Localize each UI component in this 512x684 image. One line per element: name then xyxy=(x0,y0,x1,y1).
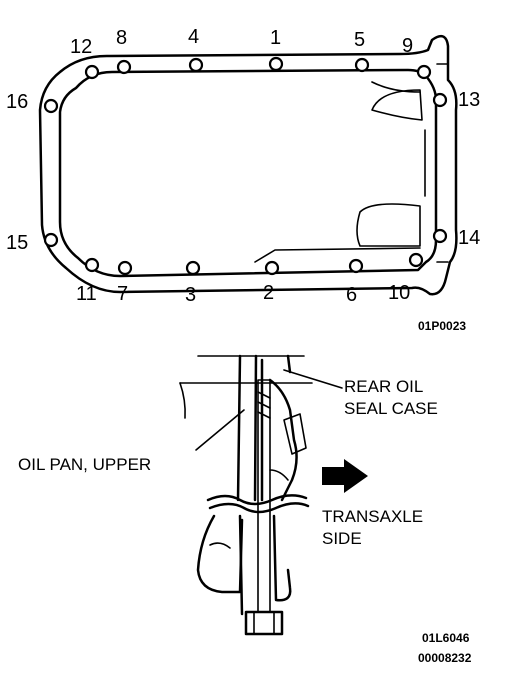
bolt-hole-8 xyxy=(116,59,132,75)
bolt-hole-4 xyxy=(188,57,204,73)
bolt-number-10: 10 xyxy=(388,282,410,304)
section-view xyxy=(179,354,368,636)
bolt-number-16: 16 xyxy=(6,91,28,113)
bolt-hole-7 xyxy=(117,260,133,276)
leader-rear-oil-seal-case xyxy=(283,369,343,389)
figure-code-bottom-line1: 01L6046 xyxy=(422,631,470,645)
bolt-number-8: 8 xyxy=(116,27,127,49)
bolt-hole-14 xyxy=(432,228,448,244)
label-transaxle-line1: TRANSAXLE xyxy=(322,507,423,526)
oil-pan-outline xyxy=(38,34,458,296)
bolt-number-14: 14 xyxy=(458,227,480,249)
bolt-hole-3 xyxy=(185,260,201,276)
bolt-number-13: 13 xyxy=(458,89,480,111)
bolt-hole-13 xyxy=(432,92,448,108)
bolt-number-3: 3 xyxy=(185,284,196,306)
leader-oil-pan-upper xyxy=(195,409,245,451)
bolt-hole-12 xyxy=(84,64,100,80)
label-oil-pan-upper: OIL PAN, UPPER xyxy=(18,455,151,474)
label-transaxle-line2: SIDE xyxy=(322,529,362,548)
arrow-right-icon xyxy=(322,459,368,493)
bolt-numbers: 1 2 3 4 5 6 7 8 9 10 11 12 13 14 15 16 xyxy=(6,26,480,306)
bolt-hole-5 xyxy=(354,57,370,73)
bolt-holes xyxy=(43,56,448,276)
bolt-number-11: 11 xyxy=(76,283,97,305)
bolt-hole-1 xyxy=(268,56,284,72)
bolt-number-4: 4 xyxy=(188,26,199,48)
figure-code-bottom-line2: 00008232 xyxy=(418,651,472,665)
bolt-hole-16 xyxy=(43,98,59,114)
bolt-number-15: 15 xyxy=(6,232,28,254)
bolt-hole-10 xyxy=(408,252,424,268)
label-rear-oil-seal-line1: REAR OIL xyxy=(344,377,423,396)
bolt-number-6: 6 xyxy=(346,284,357,306)
figure-code-top: 01P0023 xyxy=(418,319,466,333)
bolt-hole-15 xyxy=(43,232,59,248)
bolt-hole-2 xyxy=(264,260,280,276)
bolt-hole-9 xyxy=(416,64,432,80)
bolt-number-9: 9 xyxy=(402,35,413,57)
bolt-head xyxy=(244,610,284,636)
bolt-number-1: 1 xyxy=(270,27,281,49)
bolt-number-5: 5 xyxy=(354,29,365,51)
bolt-hole-11 xyxy=(84,257,100,273)
bolt-number-12: 12 xyxy=(70,36,92,58)
bolt-number-7: 7 xyxy=(117,283,128,305)
label-rear-oil-seal-line2: SEAL CASE xyxy=(344,399,438,418)
bolt-number-2: 2 xyxy=(263,282,274,304)
bolt-hole-6 xyxy=(348,258,364,274)
